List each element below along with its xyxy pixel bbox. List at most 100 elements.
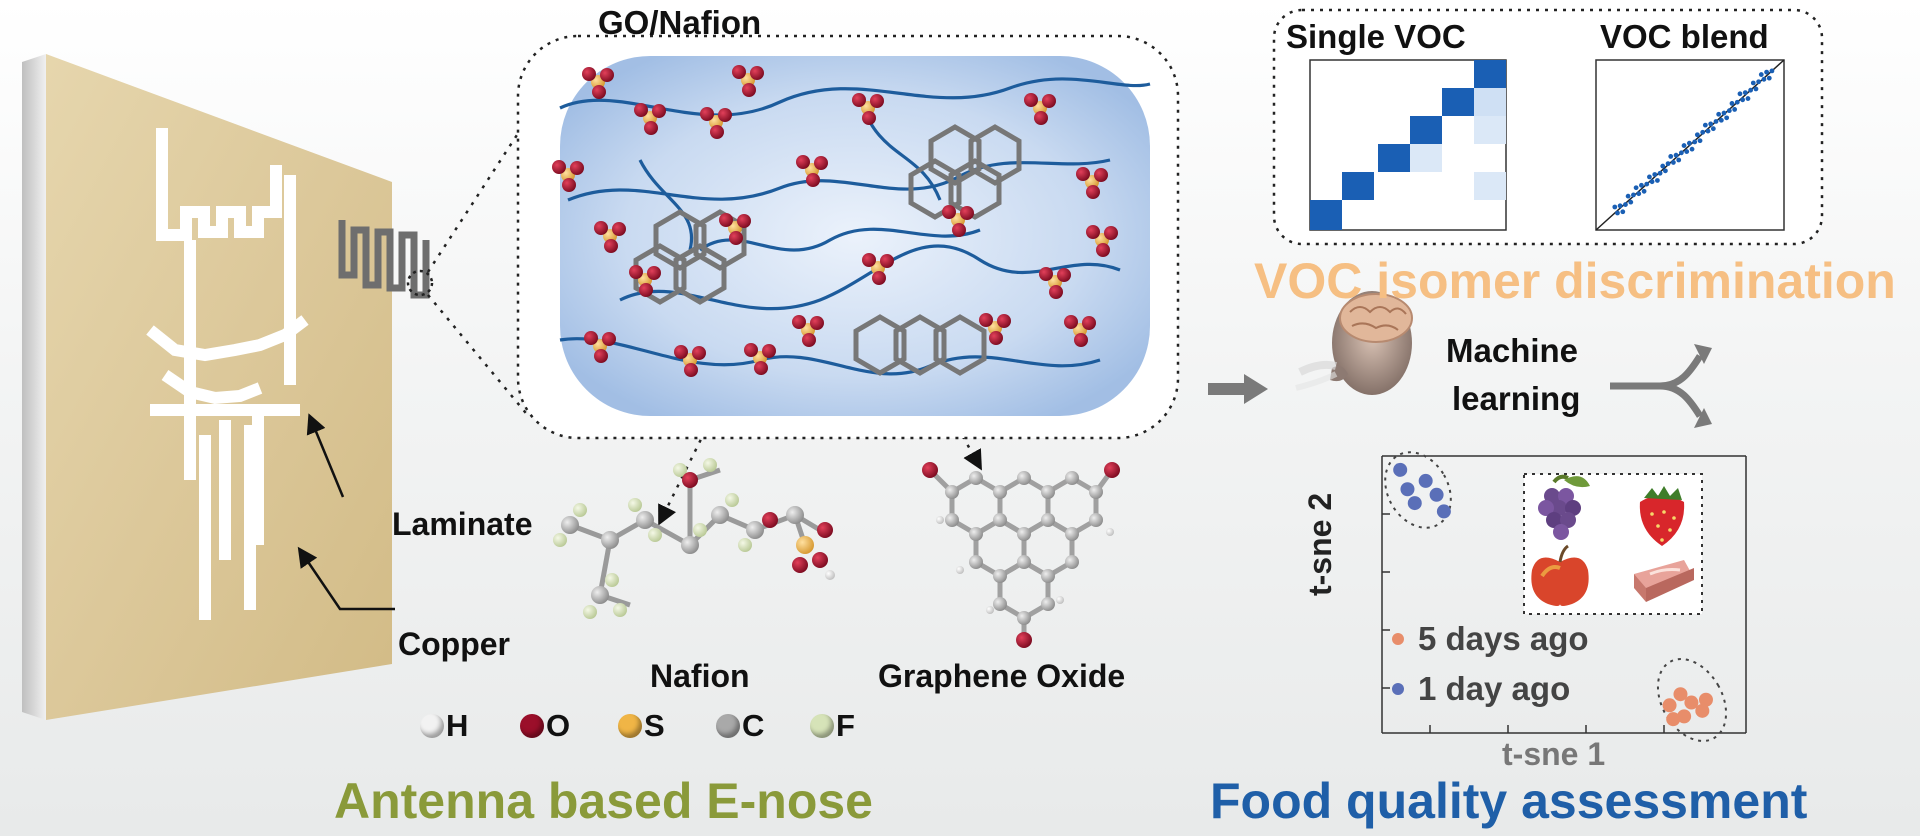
parity-point	[1657, 170, 1663, 176]
carbon-atom	[681, 536, 699, 554]
parity-point	[1713, 119, 1719, 124]
parity-point	[1769, 68, 1775, 74]
carbon-atom	[993, 597, 1007, 611]
oxygen-atom	[806, 173, 820, 187]
nafion-label: Nafion	[650, 658, 750, 694]
parity-point	[1620, 209, 1626, 215]
carbon-atom	[1065, 555, 1079, 569]
carbon-atom-icon	[716, 714, 740, 738]
fluorine-atom	[648, 528, 662, 542]
oxygen-atom	[1074, 333, 1088, 347]
parity-point	[1745, 96, 1751, 101]
legend-marker-old	[1392, 683, 1404, 695]
oxygen-atom	[1076, 167, 1090, 181]
oxygen-atom	[1042, 94, 1056, 108]
carbon-atom	[1065, 471, 1079, 485]
atom-legend-h: H	[420, 708, 468, 744]
parity-point	[1710, 126, 1716, 132]
carbon-atom	[1041, 513, 1055, 527]
oxygen-atom	[952, 223, 966, 237]
carbon-atom	[993, 569, 1007, 583]
oxygen-atom	[812, 552, 828, 568]
sulfur-atom	[796, 536, 814, 554]
tsne-point	[1429, 487, 1444, 502]
parity-point	[1631, 192, 1636, 198]
tsne-point	[1666, 712, 1681, 727]
oxygen-atom	[644, 121, 658, 135]
carbon-atom	[711, 506, 729, 524]
legend-label: 1 day ago	[1418, 670, 1571, 707]
atom-legend-f: F	[810, 708, 855, 744]
parity-point	[1761, 76, 1767, 82]
single-voc-label: Single VOC	[1286, 18, 1466, 55]
oxygen-atom	[762, 344, 776, 358]
carbon-atom	[636, 511, 654, 529]
hydrogen-atom	[1106, 528, 1114, 536]
hydrogen-atom	[1056, 596, 1064, 604]
parity-point	[1737, 91, 1743, 97]
oxygen-atom	[870, 94, 884, 108]
parity-point	[1702, 122, 1708, 128]
parity-point	[1636, 191, 1642, 197]
oxygen-atom	[1082, 316, 1096, 330]
oxygen-atom	[1086, 225, 1100, 239]
graphene-oxide-molecule	[922, 462, 1120, 648]
parity-point	[1678, 150, 1684, 156]
composite-title: GO/Nafion	[598, 4, 762, 41]
tsne-point	[1662, 698, 1677, 713]
oxygen-atom	[1034, 111, 1048, 125]
fluorine-atom	[613, 603, 627, 617]
carbon-atom	[601, 531, 619, 549]
oxygen-atom-icon	[520, 714, 544, 738]
atom-symbol: H	[446, 708, 469, 743]
parity-point	[1689, 146, 1695, 152]
strawberry-icon	[1639, 486, 1685, 546]
oxygen-atom	[594, 221, 608, 235]
oxygen-atom	[732, 65, 746, 79]
oxygen-atom	[817, 522, 833, 538]
oxygen-atom	[700, 107, 714, 121]
carbon-atom	[1089, 513, 1103, 527]
parity-point	[1649, 179, 1655, 185]
fluorine-atom	[628, 498, 642, 512]
oxygen-atom	[1104, 226, 1118, 240]
oxygen-atom	[584, 331, 598, 345]
carbon-atom	[1041, 597, 1055, 611]
parity-point	[1694, 132, 1700, 138]
fluorine-atom-icon	[810, 714, 834, 738]
oxygen-atom	[674, 345, 688, 359]
sulfur-atom-icon	[618, 714, 642, 738]
fluorine-atom	[673, 463, 687, 477]
parity-point	[1686, 140, 1692, 146]
brain-head-icon	[1295, 291, 1413, 395]
tsne-ylabel: t-sne 2	[1302, 492, 1338, 596]
split-arrow	[1610, 354, 1703, 418]
oxygen-atom	[1096, 243, 1110, 257]
oxygen-atom	[1049, 285, 1063, 299]
oxygen-atom	[862, 253, 876, 267]
parity-point	[1721, 110, 1727, 116]
oxygen-atom	[989, 331, 1003, 345]
oxygen-atom	[710, 125, 724, 139]
oxygen-atom	[682, 472, 698, 488]
oxygen-atom	[796, 155, 810, 169]
oxygen-atom	[1094, 168, 1108, 182]
carbon-atom	[993, 513, 1007, 527]
parity-point	[1652, 172, 1658, 177]
hydrogen-atom	[825, 570, 835, 580]
parity-point	[1644, 181, 1650, 187]
nafion-molecule	[553, 458, 835, 619]
oxygen-atom	[852, 93, 866, 107]
laminate-label: Laminate	[392, 506, 533, 542]
tsne-point	[1436, 504, 1451, 519]
meat-icon	[1634, 560, 1694, 602]
parity-point	[1748, 87, 1754, 93]
carbon-atom	[969, 527, 983, 541]
parity-point	[1756, 79, 1762, 85]
parity-point	[1647, 174, 1652, 180]
single-voc-matrix	[1309, 59, 1507, 231]
fluorine-atom	[703, 458, 717, 472]
parity-point	[1625, 193, 1631, 199]
oxygen-atom	[960, 206, 974, 220]
oxygen-atom	[744, 343, 758, 357]
